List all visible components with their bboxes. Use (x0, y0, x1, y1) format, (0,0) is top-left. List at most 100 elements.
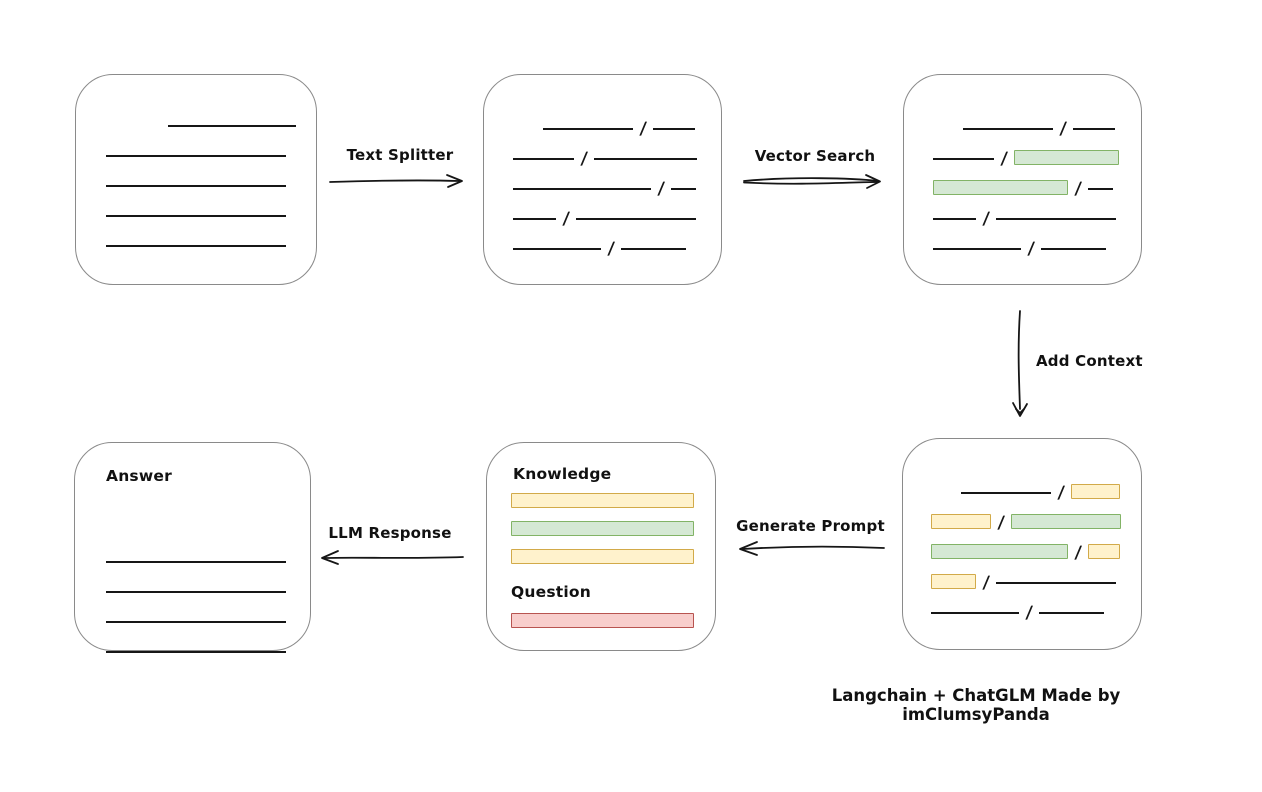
separator-slash: / (1056, 483, 1066, 503)
text-line (1039, 612, 1105, 614)
text-line (1088, 188, 1114, 190)
text-fragment-row (106, 195, 296, 225)
question-label: Question (511, 583, 591, 601)
green-highlight-chunk (1014, 150, 1120, 165)
text-line (933, 158, 994, 160)
text-fragment-row (106, 541, 290, 571)
text-fragment-row: / (931, 472, 1127, 503)
text-line (106, 215, 286, 217)
green-bar (511, 521, 694, 536)
generate-prompt-label: Generate Prompt (736, 517, 885, 535)
text-fragment-row: / (933, 198, 1127, 229)
text-line (106, 651, 286, 653)
knowledge-bars (511, 493, 694, 564)
text-fragment-row: / (933, 228, 1127, 259)
separator-slash: / (561, 209, 571, 229)
context-box: / / / / / (902, 438, 1142, 650)
text-line (513, 248, 601, 250)
separator-slash: / (999, 149, 1009, 169)
separator-slash: / (1073, 543, 1083, 563)
separator-slash: / (579, 149, 589, 169)
answer-box: Answer (74, 442, 311, 653)
separator-slash: / (656, 179, 666, 199)
separator-slash: / (1024, 603, 1034, 623)
text-line (576, 218, 697, 220)
text-line (513, 188, 651, 190)
text-fragment-row: / (933, 168, 1127, 199)
text-line (594, 158, 698, 160)
text-fragment-row (106, 571, 290, 601)
separator-slash: / (1026, 239, 1036, 259)
right-arrow-icon (329, 174, 463, 188)
text-fragment-row: / (933, 108, 1127, 139)
context-rows: / / / / / (931, 472, 1127, 623)
down-arrow-icon (1012, 310, 1028, 417)
text-line (963, 128, 1053, 130)
text-splitter-label: Text Splitter (346, 146, 454, 164)
llm-response-label: LLM Response (328, 524, 452, 542)
text-fragment-row: / (513, 108, 707, 139)
yellow-highlight-chunk (931, 574, 976, 589)
question-bars (511, 613, 694, 628)
text-line (106, 245, 286, 247)
green-highlight-chunk (931, 544, 1068, 559)
vector-search-label: Vector Search (754, 147, 876, 165)
separator-slash: / (996, 513, 1006, 533)
separator-slash: / (1073, 179, 1083, 199)
separator-slash: / (606, 239, 616, 259)
left-arrow-icon (321, 550, 464, 565)
text-line (961, 492, 1051, 494)
footer-credit: Langchain + ChatGLM Made by imClumsyPand… (831, 686, 1121, 724)
text-fragment-row (106, 105, 296, 135)
add-context-label: Add Context (1036, 352, 1143, 370)
text-fragment-row: / (933, 138, 1127, 169)
answer-label: Answer (106, 467, 172, 485)
text-fragment-row: / (513, 168, 707, 199)
separator-slash: / (638, 119, 648, 139)
text-line (106, 185, 286, 187)
text-fragment-row: / (931, 502, 1127, 533)
text-fragment-row (106, 225, 296, 255)
text-fragment-row: / (513, 228, 707, 259)
right-arrow-icon (743, 174, 881, 189)
separator-slash: / (981, 209, 991, 229)
prompt-box: Knowledge Question (486, 442, 716, 651)
text-line (543, 128, 633, 130)
text-line (1041, 248, 1107, 250)
text-line (996, 582, 1117, 584)
green-highlight-chunk (933, 180, 1068, 195)
green-highlight-chunk (1011, 514, 1122, 529)
text-line (106, 621, 286, 623)
yellow-bar (511, 493, 694, 508)
text-line (996, 218, 1117, 220)
yellow-highlight-chunk (1088, 544, 1121, 559)
text-line (621, 248, 687, 250)
text-fragment-row: / (513, 138, 707, 169)
text-line (1073, 128, 1116, 130)
text-line (933, 248, 1021, 250)
knowledge-label: Knowledge (513, 465, 612, 483)
text-line (931, 612, 1019, 614)
split-chunk-rows: / / / / / (513, 108, 707, 259)
text-fragment-row (106, 631, 290, 661)
text-line (933, 218, 976, 220)
source-document-box (75, 74, 317, 285)
text-line (106, 591, 286, 593)
red-bar (511, 613, 694, 628)
separator-slash: / (981, 573, 991, 593)
text-fragment-row (106, 135, 296, 165)
text-line (168, 125, 296, 127)
yellow-highlight-chunk (1071, 484, 1121, 499)
text-line (513, 158, 574, 160)
answer-lines (106, 541, 290, 661)
text-fragment-row: / (931, 592, 1127, 623)
text-line (106, 561, 286, 563)
text-fragment-row (106, 601, 290, 631)
text-line (671, 188, 697, 190)
text-line (106, 155, 286, 157)
text-fragment-row: / (931, 532, 1127, 563)
document-lines (106, 105, 296, 255)
vector-matched-box: / / / / / (903, 74, 1142, 285)
text-fragment-row: / (931, 562, 1127, 593)
